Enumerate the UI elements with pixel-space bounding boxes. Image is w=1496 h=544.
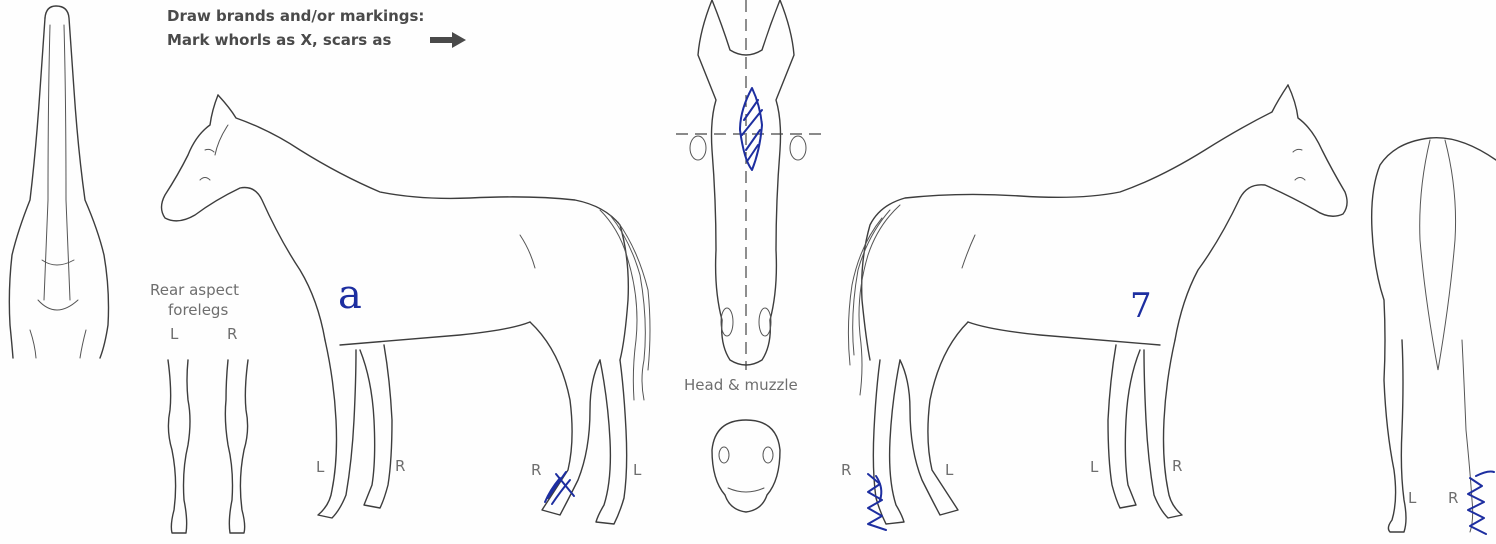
- right-side-horse-outline: [848, 85, 1347, 524]
- left-side-horse-outline: [162, 95, 651, 524]
- leg-marking-right-side-hind: [868, 474, 886, 530]
- muzzle-outline: [712, 420, 780, 512]
- scar-arrow-icon: [430, 32, 466, 48]
- rear-view-outline: [1372, 138, 1496, 532]
- head-front-view-outline: [676, 0, 826, 370]
- rear-aspect-forelegs-outline: [168, 360, 248, 533]
- top-view-outline: [9, 6, 108, 358]
